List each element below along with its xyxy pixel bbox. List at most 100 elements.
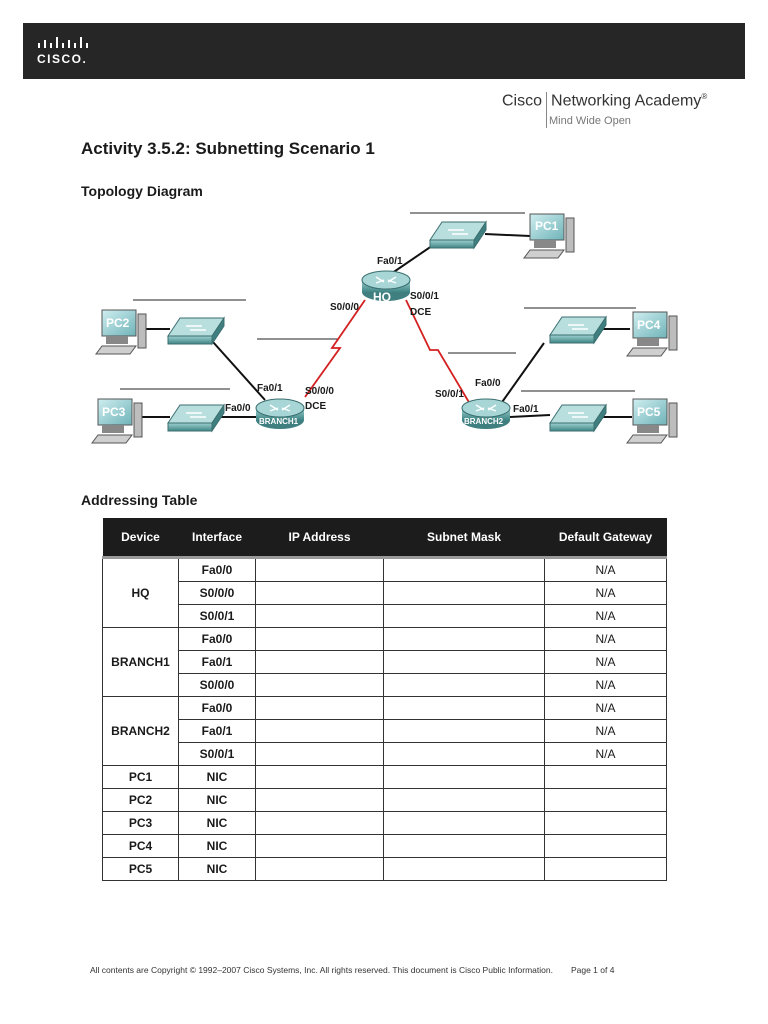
table-row: Fa0/1 N/A — [103, 650, 667, 674]
interface-cell: S0/0/0 — [178, 673, 256, 697]
table-row: BRANCH2 Fa0/0 N/A — [102, 696, 667, 766]
subnet-mask-cell[interactable] — [383, 650, 545, 674]
branch1-fa01-label: Fa0/1 — [257, 383, 283, 394]
copyright-notice: All contents are Copyright © 1992–2007 C… — [90, 965, 553, 975]
registered-mark: ® — [701, 92, 708, 101]
ip-address-cell[interactable] — [255, 650, 384, 674]
addressing-table: Device Interface IP Address Subnet Mask … — [102, 518, 667, 881]
default-gateway-cell[interactable] — [544, 788, 667, 812]
subnet-mask-cell[interactable] — [383, 857, 545, 881]
column-header-subnet-mask: Subnet Mask — [383, 518, 545, 559]
ip-address-cell[interactable] — [255, 765, 384, 789]
subnet-mask-cell[interactable] — [383, 557, 545, 582]
default-gateway-cell[interactable] — [544, 834, 667, 858]
default-gateway-cell[interactable] — [544, 811, 667, 835]
device-cell: PC1 — [102, 765, 179, 789]
ip-address-cell[interactable] — [255, 857, 384, 881]
device-cell: HQ — [102, 557, 179, 628]
ip-address-cell[interactable] — [255, 742, 384, 766]
ip-address-cell[interactable] — [255, 557, 384, 582]
table-row: S0/0/1 N/A — [103, 604, 667, 628]
table-row: S0/0/0 N/A — [103, 581, 667, 605]
default-gateway-cell: N/A — [544, 673, 667, 697]
subnet-mask-cell[interactable] — [383, 696, 545, 720]
academy-brand-right: Networking Academy — [551, 92, 702, 110]
header-bar: CISCO. — [23, 23, 745, 79]
interface-cell: NIC — [178, 811, 256, 835]
table-row: HQ Fa0/0 N/A — [102, 557, 667, 628]
column-header-default-gateway: Default Gateway — [544, 518, 667, 559]
table-row: S0/0/1 N/A — [103, 742, 667, 766]
device-cell: PC5 — [102, 857, 179, 881]
pc-icons — [91, 213, 678, 444]
table-row: PC3 NIC — [102, 811, 667, 835]
ip-address-cell[interactable] — [255, 696, 384, 720]
hq-router-label: HQ — [373, 290, 391, 304]
default-gateway-cell: N/A — [544, 742, 667, 766]
device-cell: PC2 — [102, 788, 179, 812]
branch1-router-label: BRANCH1 — [259, 417, 299, 426]
subnet-mask-cell[interactable] — [383, 765, 545, 789]
pc1-label: PC1 — [535, 219, 559, 233]
device-cell: BRANCH2 — [102, 696, 179, 766]
cisco-bridge-icon — [38, 37, 88, 48]
table-header-row: Device Interface IP Address Subnet Mask … — [102, 518, 667, 559]
column-header-device: Device — [102, 518, 179, 559]
table-row: BRANCH1 Fa0/0 N/A — [102, 627, 667, 697]
cisco-wordmark: CISCO. — [37, 52, 88, 66]
default-gateway-cell: N/A — [544, 627, 667, 651]
ip-address-cell[interactable] — [255, 673, 384, 697]
interface-cell: S0/0/1 — [178, 742, 256, 766]
table-row: S0/0/0 N/A — [103, 673, 667, 697]
subnet-mask-cell[interactable] — [383, 811, 545, 835]
branch1-fa00-label: Fa0/0 — [225, 403, 251, 414]
page-title: Activity 3.5.2: Subnetting Scenario 1 — [81, 139, 375, 158]
pc2-label: PC2 — [106, 316, 130, 330]
interface-cell: Fa0/1 — [178, 650, 256, 674]
device-cell: PC4 — [102, 834, 179, 858]
networking-academy-logo: Cisco Networking Academy® Mind Wide Open — [502, 92, 742, 132]
subnet-mask-cell[interactable] — [383, 742, 545, 766]
academy-brand-left: Cisco — [502, 92, 543, 110]
addressing-table-heading: Addressing Table — [81, 492, 198, 508]
serial-links — [304, 299, 471, 405]
interface-cell: S0/0/0 — [178, 581, 256, 605]
topology-heading: Topology Diagram — [81, 183, 203, 199]
academy-tagline: Mind Wide Open — [549, 115, 631, 127]
default-gateway-cell: N/A — [544, 557, 667, 582]
default-gateway-cell: N/A — [544, 604, 667, 628]
interface-cell: NIC — [178, 857, 256, 881]
blank-annotation-lines — [120, 212, 636, 392]
ip-address-cell[interactable] — [255, 604, 384, 628]
table-row: PC2 NIC — [102, 788, 667, 812]
subnet-mask-cell[interactable] — [383, 719, 545, 743]
branch2-fa00-label: Fa0/0 — [475, 378, 501, 389]
subnet-mask-cell[interactable] — [383, 673, 545, 697]
pc4-label: PC4 — [637, 318, 661, 332]
subnet-mask-cell[interactable] — [383, 604, 545, 628]
default-gateway-cell: N/A — [544, 650, 667, 674]
subnet-mask-cell[interactable] — [383, 834, 545, 858]
subnet-mask-cell[interactable] — [383, 627, 545, 651]
ip-address-cell[interactable] — [255, 581, 384, 605]
subnet-mask-cell[interactable] — [383, 788, 545, 812]
default-gateway-cell[interactable] — [544, 765, 667, 789]
ip-address-cell[interactable] — [255, 788, 384, 812]
ip-address-cell[interactable] — [255, 719, 384, 743]
subnet-mask-cell[interactable] — [383, 581, 545, 605]
interface-cell: NIC — [178, 765, 256, 789]
ip-address-cell[interactable] — [255, 834, 384, 858]
interface-cell: S0/0/1 — [178, 604, 256, 628]
ip-address-cell[interactable] — [255, 811, 384, 835]
default-gateway-cell[interactable] — [544, 857, 667, 881]
branch2-router-label: BRANCH2 — [464, 417, 504, 426]
ip-address-cell[interactable] — [255, 627, 384, 651]
column-header-interface: Interface — [178, 518, 256, 559]
topology-diagram: PC1 PC2 PC3 PC4 PC5 HQ BRANCH1 BRANCH2 F… — [80, 200, 700, 470]
column-header-ip-address: IP Address — [255, 518, 384, 559]
cisco-logo: CISCO. — [37, 37, 97, 67]
branch2-s001-label: S0/0/1 — [435, 389, 464, 400]
footer: All contents are Copyright © 1992–2007 C… — [90, 965, 614, 975]
hq-fa01-label: Fa0/1 — [377, 256, 403, 267]
interface-cell: NIC — [178, 834, 256, 858]
